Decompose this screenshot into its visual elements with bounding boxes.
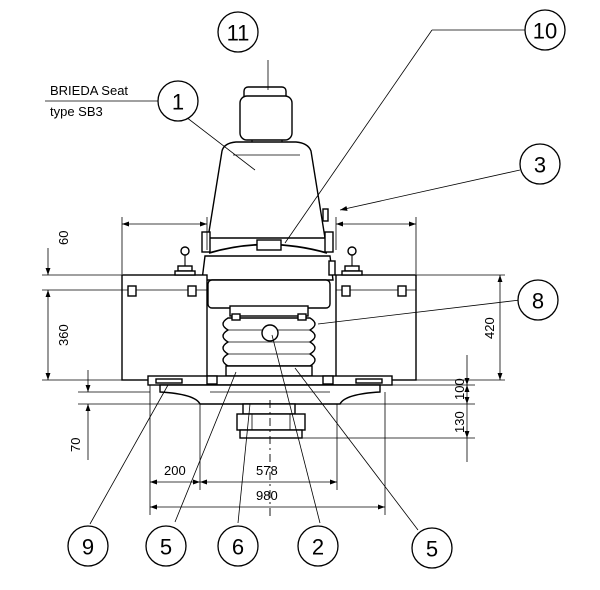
callout-1: 1 [157,80,199,122]
right-hinge [324,231,334,253]
headrest [239,86,293,146]
seat-assembly [201,86,336,309]
dimension-lines [42,217,505,515]
dimension-labels: 60 360 70 420 100 130 200 578 980 [56,231,497,503]
bellows-valve [261,324,279,342]
leader-lines [89,29,525,531]
swivel-mount [236,403,306,439]
callout-5-right: 5 [411,527,453,569]
left-console [121,246,208,392]
callout-2-label: 2 [312,535,324,560]
callout-10-label: 10 [533,19,557,44]
note-line-2: type SB3 [50,104,103,119]
callout-2: 2 [297,525,339,567]
callout-9: 9 [67,525,109,567]
callout-10: 10 [524,9,566,51]
seat-base [207,279,331,309]
callout-11: 11 [217,11,259,53]
callout-1-label: 1 [172,90,184,115]
left-hinge [201,231,211,253]
callout-6: 6 [217,525,259,567]
right-console [335,246,417,381]
seat-handle-block [256,239,282,251]
dim-200: 200 [164,463,186,478]
seat-backrest [207,141,326,239]
callout-8-label: 8 [532,289,544,314]
dim-100: 100 [452,378,467,400]
callout-5-right-label: 5 [426,537,438,562]
dim-130: 130 [452,411,467,433]
seat-note: BRIEDA Seat type SB3 [45,83,158,119]
callout-8: 8 [517,279,559,321]
dim-980: 980 [256,488,278,503]
callout-3: 3 [519,143,561,185]
seat-cushion [201,255,334,281]
note-line-1: BRIEDA Seat [50,83,128,98]
callouts: 11 10 1 3 8 9 5 6 [67,9,566,569]
callout-5-left-label: 5 [160,535,172,560]
dim-70: 70 [68,438,83,452]
suspension-bellows [222,305,316,377]
dim-360: 360 [56,324,71,346]
callout-6-label: 6 [232,535,244,560]
dim-578: 578 [256,463,278,478]
callout-5-left: 5 [145,525,187,567]
callout-11-label: 11 [227,21,250,46]
callout-3-label: 3 [534,153,546,178]
callout-9-label: 9 [82,535,94,560]
dim-60: 60 [56,231,71,245]
dim-420: 420 [482,317,497,339]
base-frame [147,375,393,405]
